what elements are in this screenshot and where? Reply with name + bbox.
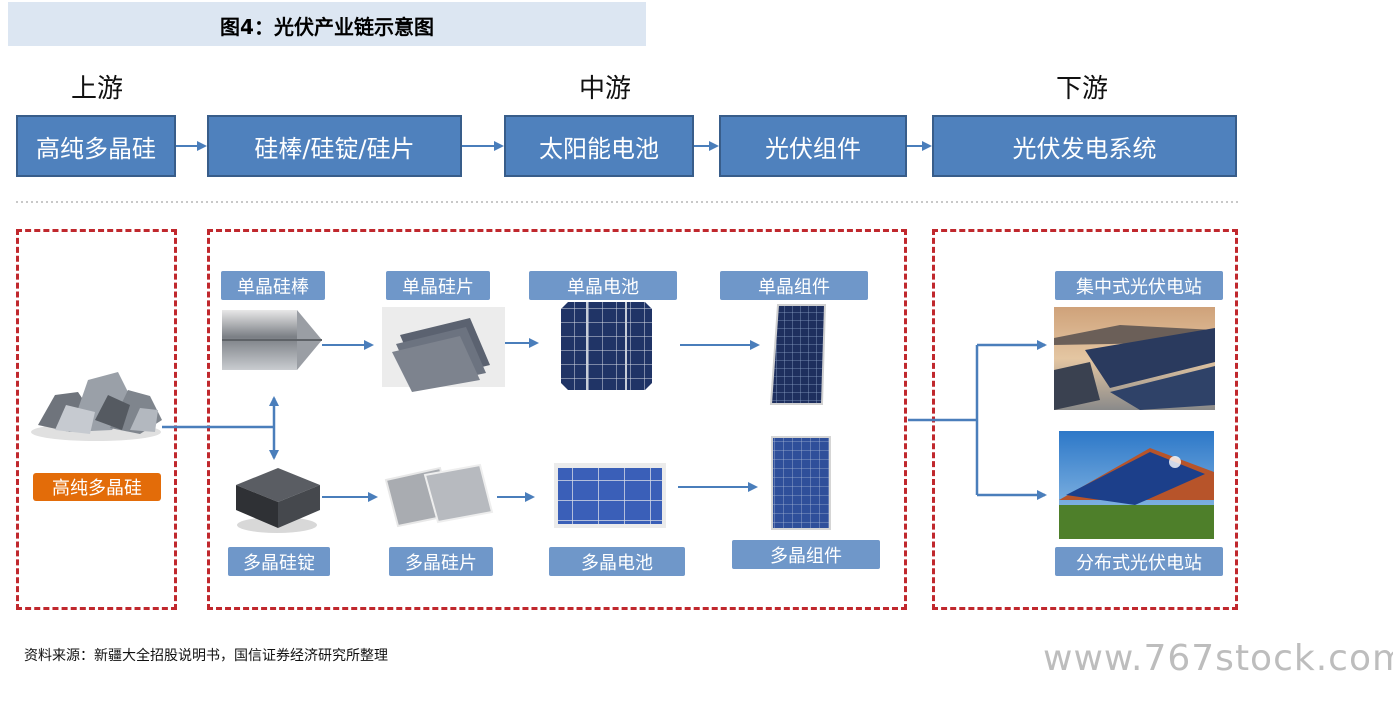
- poly-wafer-image: [384, 463, 494, 528]
- stage-upstream: 上游: [70, 74, 123, 104]
- label-mono-module: 单晶组件: [720, 271, 868, 300]
- distributed-station-image: [1059, 431, 1214, 539]
- label-mono-rod: 单晶硅棒: [221, 271, 325, 300]
- figure-title: 图4：光伏产业链示意图: [220, 15, 434, 39]
- polysilicon-image: [31, 372, 162, 441]
- centralized-station-image: [1054, 307, 1215, 410]
- label-poly-module: 多晶组件: [732, 540, 880, 569]
- downstream-arrows: [908, 340, 1047, 500]
- upstream-region: [16, 229, 177, 610]
- stage-downstream: 下游: [1055, 74, 1108, 104]
- chain-rod-ingot-wafer: 硅棒/硅锭/硅片: [207, 115, 462, 177]
- watermark: www.767stock.com: [1043, 638, 1393, 679]
- poly-module-image: [771, 436, 831, 530]
- poly-arrows: [322, 482, 758, 502]
- label-poly-wafer: 多晶硅片: [389, 547, 493, 576]
- chain-polysilicon: 高纯多晶硅: [16, 115, 176, 177]
- mono-module-image: [769, 304, 827, 405]
- midstream-region: [207, 229, 907, 610]
- label-centralized-station: 集中式光伏电站: [1055, 271, 1223, 300]
- mono-arrows: [322, 338, 760, 350]
- label-polysilicon: 高纯多晶硅: [33, 473, 161, 501]
- label-poly-ingot: 多晶硅锭: [228, 547, 330, 576]
- mono-cell-image: [561, 302, 652, 390]
- label-distributed-station: 分布式光伏电站: [1055, 547, 1223, 576]
- stage-midstream: 中游: [578, 74, 631, 104]
- polysilicon-feed: [162, 396, 279, 460]
- source-note: 资料来源：新疆大全招股说明书，国信证券经济研究所整理: [24, 648, 388, 664]
- poly-cell-image: [554, 463, 666, 528]
- label-poly-cell: 多晶电池: [549, 547, 685, 576]
- mono-rod-image: [222, 310, 322, 370]
- poly-ingot-image: [236, 468, 320, 533]
- label-mono-cell: 单晶电池: [529, 271, 677, 300]
- chain-solar-cell: 太阳能电池: [504, 115, 694, 177]
- chain-pv-system: 光伏发电系统: [932, 115, 1237, 177]
- mono-wafer-image: [382, 307, 505, 392]
- title-bar: 图4：光伏产业链示意图: [8, 2, 646, 46]
- label-mono-wafer: 单晶硅片: [386, 271, 490, 300]
- chain-pv-module: 光伏组件: [719, 115, 907, 177]
